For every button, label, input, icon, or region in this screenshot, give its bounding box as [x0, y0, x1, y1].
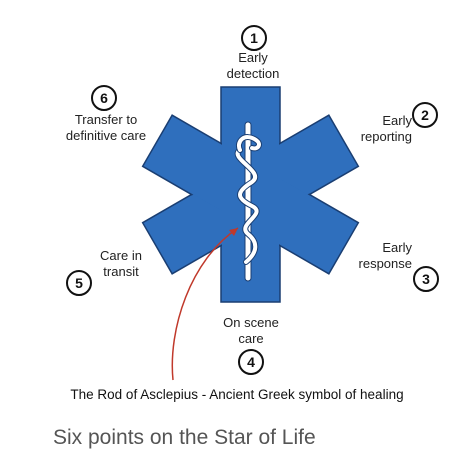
point-5-label-line-2: transit: [103, 264, 139, 279]
rod-pointer-arrow: [171, 227, 239, 381]
point-5-label-line-1: Care in: [100, 248, 142, 263]
point-1-label-line-1: Early: [238, 50, 268, 65]
point-6-number: 6: [91, 85, 117, 111]
point-6-label-line-1: Transfer to: [74, 112, 138, 127]
page-title: Six points on the Star of Life: [53, 426, 316, 449]
point-3-number: 3: [413, 266, 439, 292]
point-6-label-line-2: definitive care: [65, 128, 147, 143]
point-5-number: 5: [66, 270, 92, 296]
rod-of-asclepius-icon: [234, 121, 262, 282]
point-4-label-line-2: care: [238, 331, 264, 346]
point-5-label: Care in transit: [86, 248, 156, 280]
point-4-number: 4: [238, 349, 264, 375]
point-3-label-line-1: Early: [382, 240, 412, 255]
point-1-label-line-2: detection: [226, 66, 280, 81]
point-3-label: Early response: [330, 240, 412, 272]
point-4-label: On scene care: [208, 315, 294, 347]
point-6-label: Transfer to definitive care: [54, 112, 158, 144]
point-1-number: 1: [241, 25, 267, 51]
point-2-label-line-1: Early: [382, 113, 412, 128]
point-4-label-line-1: On scene: [223, 315, 279, 330]
rod-caption: The Rod of Asclepius - Ancient Greek sym…: [70, 387, 404, 402]
point-2-label: Early reporting: [330, 113, 412, 145]
point-1-label: Early detection: [212, 50, 294, 82]
point-3-label-line-2: response: [358, 256, 412, 271]
point-2-number: 2: [412, 102, 438, 128]
point-2-label-line-2: reporting: [360, 129, 412, 144]
